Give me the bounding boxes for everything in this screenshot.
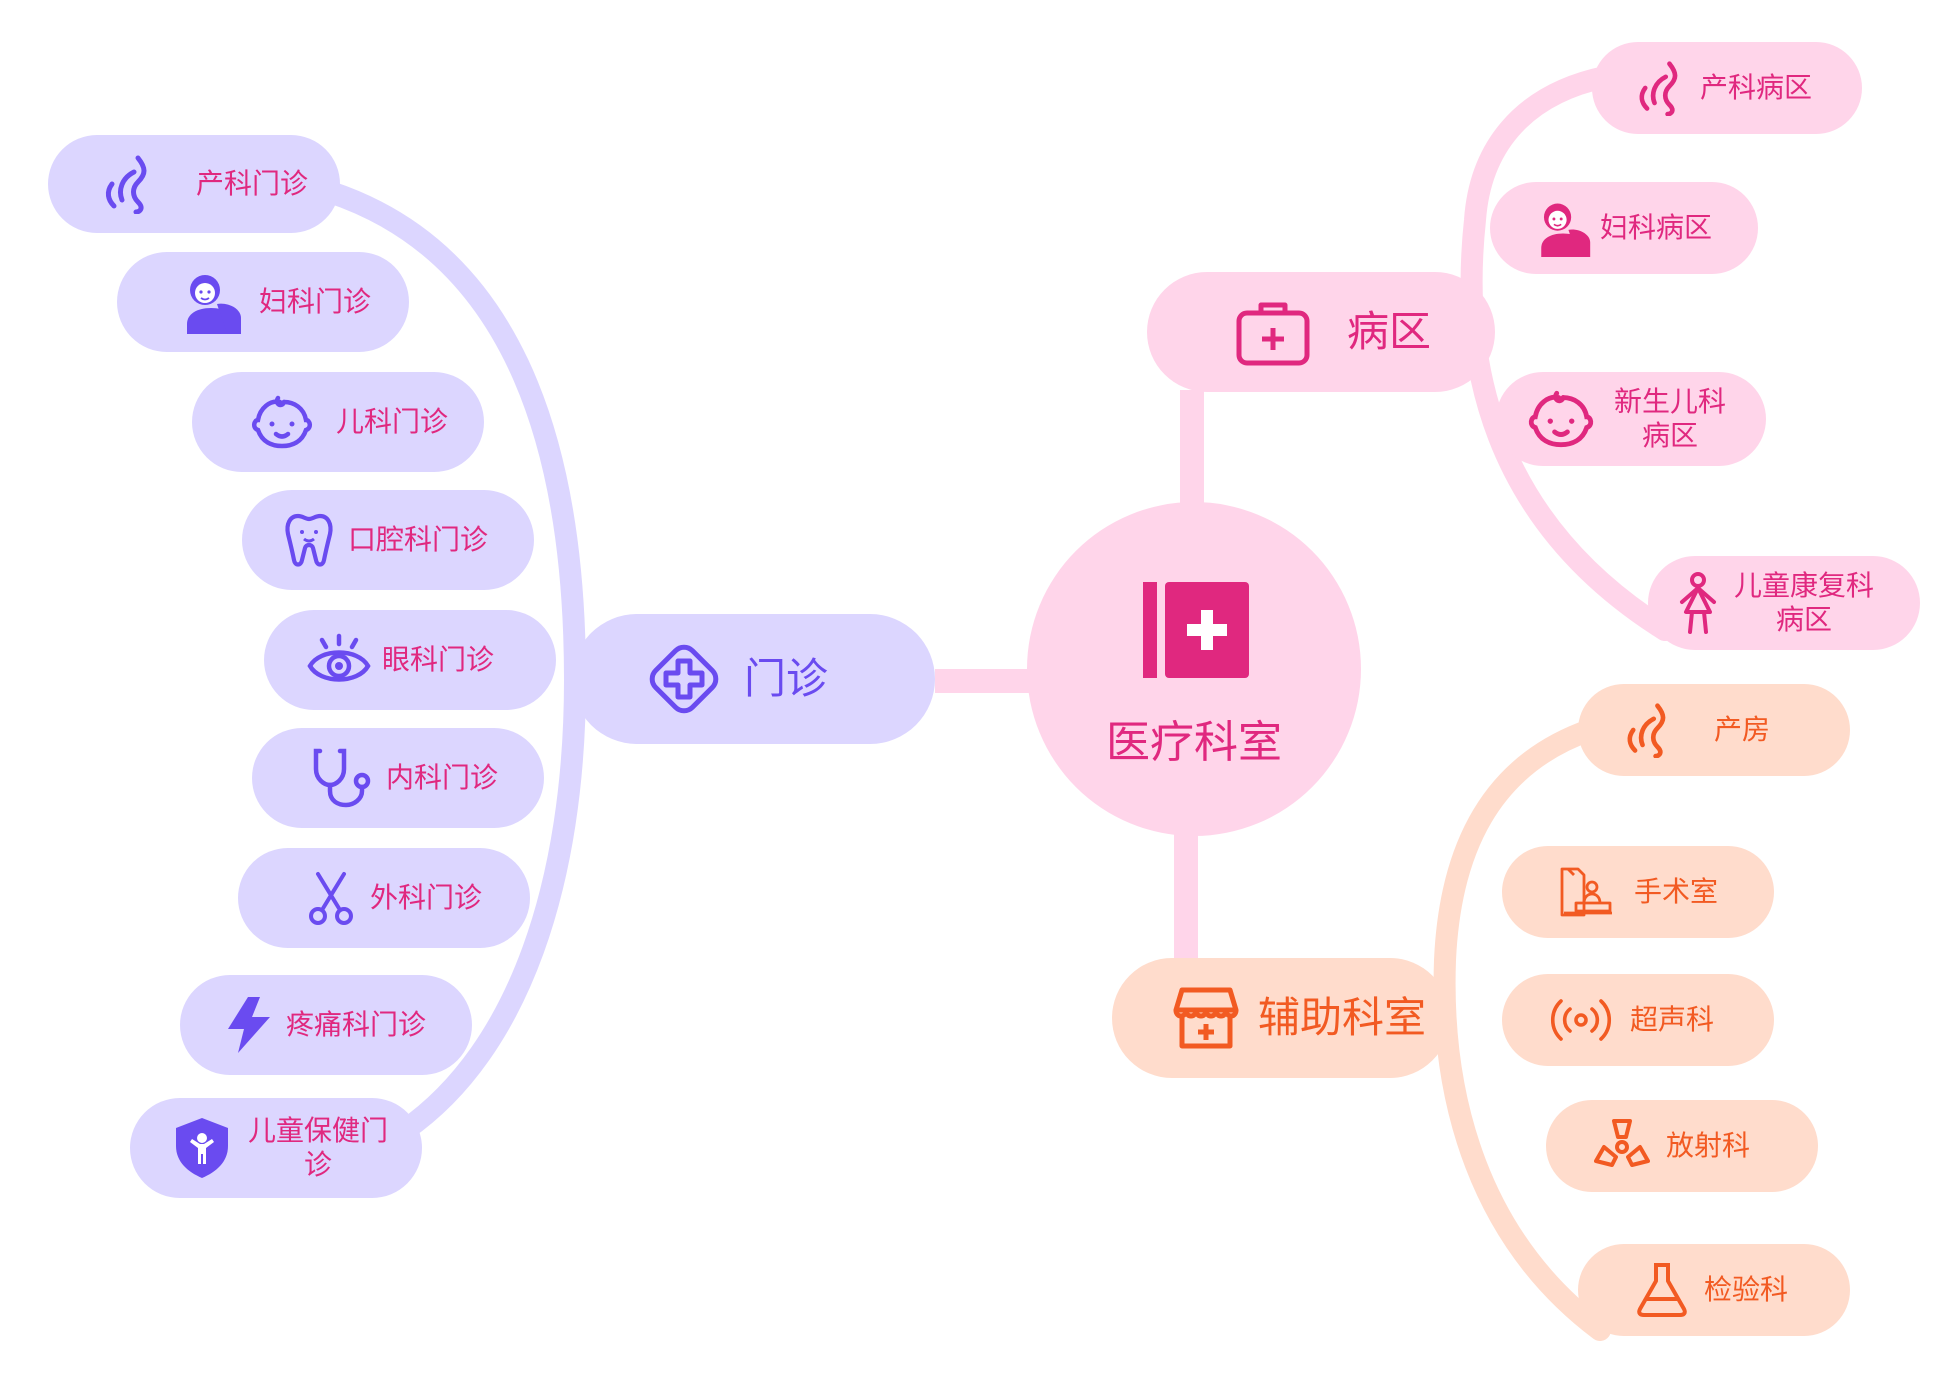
leaf-surgery-clinic-label: 外科门诊: [370, 881, 483, 915]
lightning-icon: [226, 997, 272, 1053]
baby-face-icon: [250, 394, 314, 450]
branch-outpatient-label: 门诊: [744, 653, 829, 703]
leaf-internal-medicine-clinic-label: 内科门诊: [386, 761, 499, 795]
branch-outpatient[interactable]: 门诊: [572, 614, 935, 744]
leaf-ultrasound[interactable]: 超声科: [1502, 974, 1774, 1066]
branch-ward-label: 病区: [1347, 306, 1432, 356]
leaf-gynecology-ward[interactable]: 妇科病区: [1490, 182, 1758, 274]
leaf-dental-clinic-label: 口腔科门诊: [348, 523, 489, 557]
leaf-child-rehab-ward[interactable]: 儿童康复科病区: [1648, 556, 1920, 650]
baby-face-icon: [1526, 389, 1596, 449]
root-label: 医疗科室: [1106, 717, 1282, 768]
leaf-internal-medicine-clinic[interactable]: 内科门诊: [252, 728, 544, 828]
leaf-pediatrics-clinic[interactable]: 儿科门诊: [192, 372, 484, 472]
leaf-delivery-room-label: 产房: [1714, 713, 1771, 747]
leaf-child-care-clinic-label: 儿童保健门诊: [247, 1114, 388, 1181]
scissors-icon: [308, 870, 354, 926]
connector-auxiliary-arc: [1433, 719, 1611, 1341]
child-shield-icon: [176, 1118, 228, 1178]
leaf-laboratory-label: 检验科: [1704, 1273, 1789, 1307]
leaf-radiology-label: 放射科: [1666, 1129, 1751, 1163]
leaf-operating-room-label: 手术室: [1634, 875, 1719, 909]
tooth-icon: [284, 512, 334, 568]
medical-box-icon: [1143, 582, 1249, 678]
woman-icon: [177, 270, 245, 334]
leaf-ophthalmology-clinic-label: 眼科门诊: [382, 643, 495, 677]
woman-icon: [1532, 199, 1594, 257]
pregnancy-icon: [1622, 702, 1678, 758]
leaf-surgery-clinic[interactable]: 外科门诊: [238, 848, 530, 948]
leaf-laboratory[interactable]: 检验科: [1578, 1244, 1850, 1336]
leaf-obstetrics-clinic[interactable]: 产科门诊: [48, 135, 340, 233]
leaf-obstetrics-clinic-label: 产科门诊: [196, 167, 309, 201]
connector-ward-arc: [1460, 66, 1676, 641]
branch-auxiliary[interactable]: 辅助科室: [1112, 958, 1450, 1078]
radiation-icon: [1592, 1117, 1652, 1175]
leaf-dental-clinic[interactable]: 口腔科门诊: [242, 490, 534, 590]
child-figure-icon: [1676, 572, 1720, 634]
leaf-child-care-clinic[interactable]: 儿童保健门诊: [130, 1098, 422, 1198]
leaf-pain-clinic-label: 疼痛科门诊: [286, 1008, 427, 1042]
leaf-obstetrics-ward-label: 产科病区: [1700, 71, 1813, 105]
leaf-neonatal-ward-label: 新生儿科病区: [1613, 385, 1726, 452]
medical-cross-icon: [644, 639, 724, 719]
first-aid-kit-icon: [1235, 297, 1311, 367]
stethoscope-icon: [312, 747, 374, 809]
leaf-neonatal-ward[interactable]: 新生儿科病区: [1496, 372, 1766, 466]
leaf-pain-clinic[interactable]: 疼痛科门诊: [180, 975, 472, 1075]
leaf-ultrasound-label: 超声科: [1630, 1003, 1715, 1037]
eye-icon: [306, 632, 372, 688]
leaf-ophthalmology-clinic[interactable]: 眼科门诊: [264, 610, 556, 710]
flask-icon: [1636, 1263, 1688, 1317]
leaf-child-rehab-ward-label: 儿童康复科病区: [1733, 569, 1874, 636]
leaf-gynecology-ward-label: 妇科病区: [1600, 211, 1713, 245]
leaf-gynecology-clinic-label: 妇科门诊: [259, 285, 372, 319]
branch-ward[interactable]: 病区: [1147, 272, 1495, 392]
leaf-pediatrics-clinic-label: 儿科门诊: [336, 405, 449, 439]
leaf-radiology[interactable]: 放射科: [1546, 1100, 1818, 1192]
clinic-building-icon: [1172, 984, 1240, 1052]
leaf-obstetrics-ward[interactable]: 产科病区: [1592, 42, 1862, 134]
ultrasound-waves-icon: [1548, 995, 1614, 1045]
root-node[interactable]: 医疗科室: [1027, 502, 1361, 836]
leaf-delivery-room[interactable]: 产房: [1578, 684, 1850, 776]
leaf-gynecology-clinic[interactable]: 妇科门诊: [117, 252, 409, 352]
pregnancy-icon: [1634, 60, 1690, 116]
pregnancy-icon: [100, 154, 160, 214]
leaf-operating-room[interactable]: 手术室: [1502, 846, 1774, 938]
operating-room-icon: [1558, 865, 1612, 919]
branch-auxiliary-label: 辅助科室: [1258, 992, 1427, 1042]
